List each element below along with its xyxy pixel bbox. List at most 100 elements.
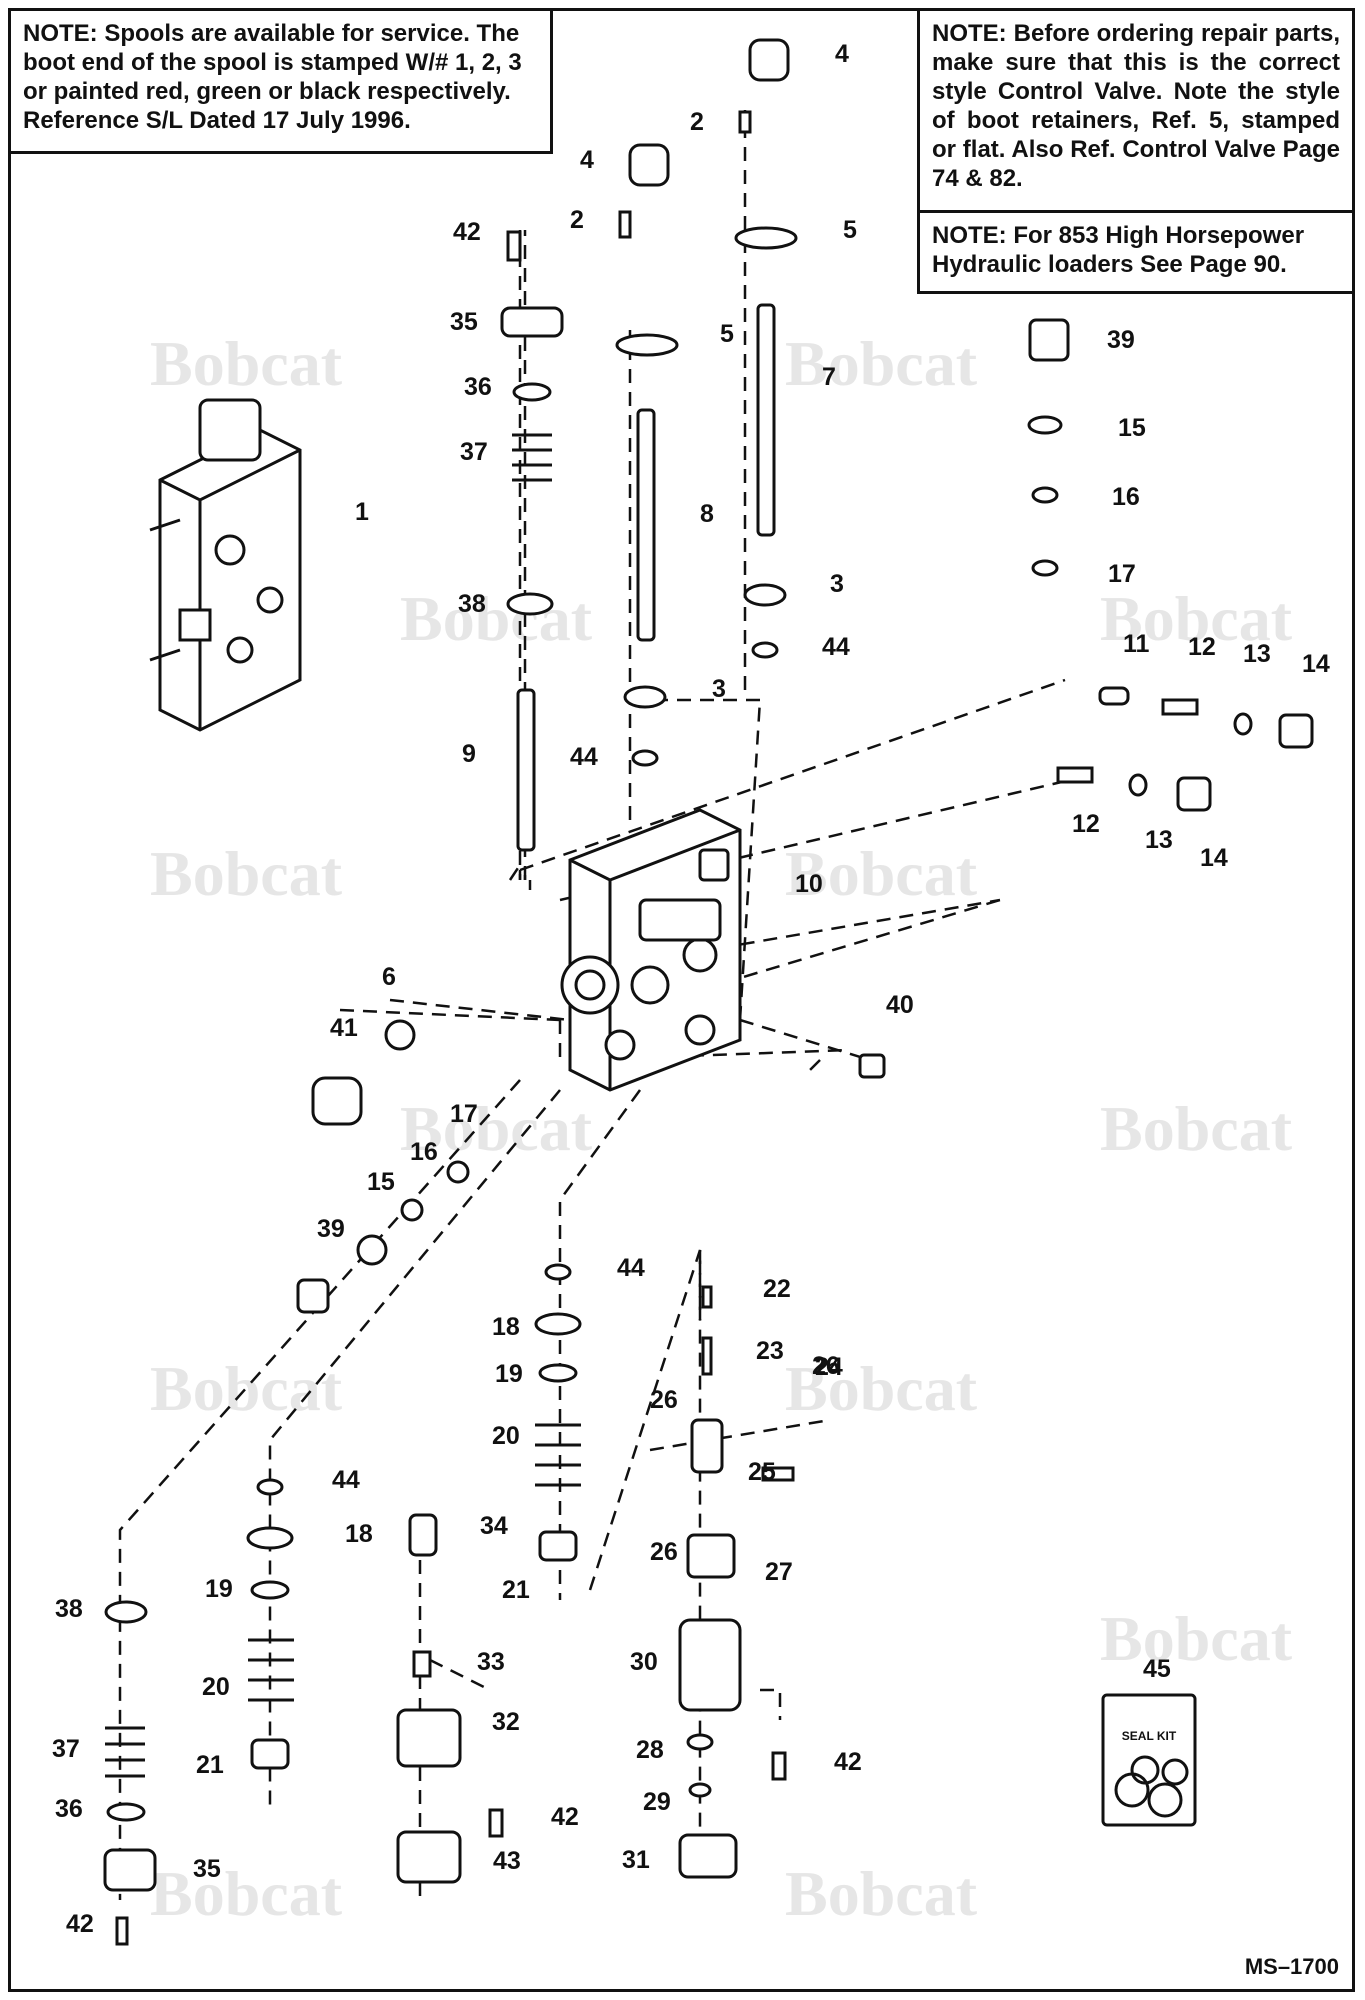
callout-44: 44 — [332, 1466, 360, 1494]
callout-7: 7 — [822, 363, 836, 391]
callout-24: 24 — [815, 1353, 843, 1381]
callout-18: 18 — [345, 1520, 373, 1548]
seal — [631, 749, 659, 767]
sleeve — [686, 1533, 736, 1579]
spring-small — [1056, 766, 1094, 784]
callout-28: 28 — [636, 1736, 664, 1764]
snap-ring — [384, 1019, 416, 1051]
note-text: Before ordering repair parts, make sure … — [932, 20, 1340, 192]
callout-40: 40 — [886, 991, 914, 1019]
note-text: Spools are available for service. The bo… — [23, 20, 522, 134]
callout-38: 38 — [458, 590, 486, 618]
callout-13: 13 — [1243, 640, 1271, 668]
callout-26: 26 — [650, 1538, 678, 1566]
callout-15: 15 — [1118, 414, 1146, 442]
callout-34: 34 — [480, 1512, 508, 1540]
callout-21: 21 — [196, 1751, 224, 1779]
watermark-text: Bobcat — [1100, 1603, 1293, 1674]
spring — [512, 433, 552, 482]
callout-35: 35 — [450, 308, 478, 336]
callout-33: 33 — [477, 1648, 505, 1676]
callout-44: 44 — [570, 743, 598, 771]
note-text: For 853 High Horsepower Hydraulic loader… — [932, 222, 1305, 278]
o-ring — [106, 1802, 146, 1822]
callout-29: 29 — [643, 1788, 671, 1816]
plug — [1028, 318, 1070, 362]
seal — [256, 1478, 284, 1496]
watermark-text: Bobcat — [785, 328, 978, 399]
drawing-code: MS–1700 — [1244, 1954, 1339, 1979]
spring — [248, 1638, 294, 1702]
callout-36: 36 — [464, 373, 492, 401]
callout-4: 4 — [580, 146, 594, 174]
callout-39: 39 — [317, 1215, 345, 1243]
pin — [701, 1336, 713, 1376]
callout-37: 37 — [460, 438, 488, 466]
sleeve — [678, 1618, 742, 1712]
callout-42: 42 — [551, 1803, 579, 1831]
o-ring — [1031, 486, 1059, 504]
callout-5: 5 — [843, 216, 857, 244]
washer — [623, 685, 667, 709]
bolt — [771, 1751, 787, 1781]
callout-5: 5 — [720, 320, 734, 348]
boot-cap — [748, 38, 790, 82]
callout-8: 8 — [700, 500, 714, 528]
callout-42: 42 — [834, 1748, 862, 1776]
o-ring — [512, 382, 552, 402]
o-ring — [688, 1782, 712, 1798]
ordering-note: NOTE: Before ordering repair parts, make… — [917, 8, 1355, 213]
callout-11: 11 — [1123, 630, 1150, 658]
callout-17: 17 — [450, 1100, 478, 1128]
spring-seat — [104, 1600, 148, 1624]
control-valve-body — [560, 808, 742, 1092]
o-ring — [446, 1160, 470, 1184]
watermark-text: Bobcat — [150, 328, 343, 399]
callout-25: 25 — [748, 1458, 776, 1486]
watermark-text: Bobcat — [400, 583, 593, 654]
callout-26: 26 — [650, 1386, 678, 1414]
spring — [105, 1726, 145, 1778]
spring-small — [761, 1466, 795, 1482]
boot-retainer — [734, 226, 798, 250]
callout-1: 1 — [355, 498, 369, 526]
o-ring — [356, 1234, 388, 1266]
fitting — [858, 1053, 886, 1079]
callout-21: 21 — [502, 1576, 530, 1604]
o-ring — [400, 1198, 424, 1222]
cap — [678, 1833, 738, 1879]
o-ring — [686, 1733, 714, 1751]
spring-small — [412, 1650, 432, 1678]
spring-seat — [538, 1530, 578, 1562]
plug — [1278, 713, 1314, 749]
screw — [618, 210, 632, 239]
callout-13: 13 — [1145, 826, 1173, 854]
callout-45: 45 — [1143, 1655, 1171, 1683]
watermark-text: Bobcat — [785, 838, 978, 909]
screw — [738, 110, 752, 134]
seal — [544, 1263, 572, 1281]
watermark-text: Bobcat — [785, 1353, 978, 1424]
check-valve — [698, 848, 730, 882]
high-horsepower-note: NOTE: For 853 High Horsepower Hydraulic … — [917, 210, 1355, 294]
callout-10: 10 — [795, 870, 823, 898]
boot-retainer — [615, 333, 679, 357]
washer — [534, 1312, 582, 1336]
watermark-text: Bobcat — [150, 1858, 343, 1929]
callout-44: 44 — [822, 633, 850, 661]
callout-9: 9 — [462, 740, 476, 768]
callout-43: 43 — [493, 1847, 521, 1875]
callout-38: 38 — [55, 1595, 83, 1623]
diagram-frame — [8, 8, 1355, 1992]
watermark-text: Bobcat — [1100, 1093, 1293, 1164]
callout-14: 14 — [1302, 650, 1330, 678]
plug — [311, 1076, 363, 1126]
o-ring — [1128, 773, 1148, 797]
watermark-text: Bobcat — [150, 838, 343, 909]
callout-31: 31 — [622, 1846, 650, 1874]
callout-42: 42 — [453, 218, 481, 246]
cap — [396, 1830, 462, 1884]
callout-2: 2 — [690, 108, 704, 136]
spool — [516, 688, 536, 852]
